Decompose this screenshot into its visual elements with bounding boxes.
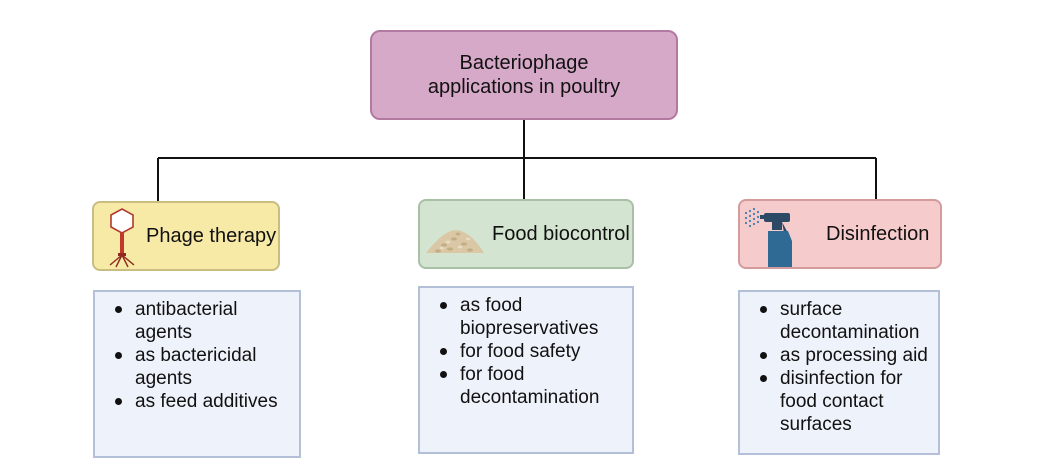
root-node: Bacteriophage applications in poultry [370, 30, 678, 120]
category-label-food-biocontrol: Food biocontrol [492, 223, 630, 245]
detail-list-food-biocontrol: as food biopreservatives for food safety… [420, 288, 632, 409]
list-item: disinfection for food contact surfaces [760, 367, 938, 436]
category-label-phage-therapy: Phage therapy [146, 225, 277, 247]
detail-list-phage-therapy: antibacterial agents as bactericidal age… [95, 292, 299, 413]
list-item: antibacterial agents [115, 298, 299, 344]
spray-bottle-icon [744, 207, 792, 267]
grain-pile-icon [426, 230, 484, 253]
list-item: as processing aid [760, 344, 938, 367]
list-item: surface decontamination [760, 298, 938, 344]
category-food-biocontrol: Food biocontrol [418, 199, 634, 269]
bacteriophage-icon [109, 208, 135, 268]
list-item: as food biopreservatives [440, 294, 632, 340]
category-label-disinfection: Disinfection [826, 223, 930, 245]
list-item: as feed additives [115, 390, 299, 413]
list-item: for food decontamination [440, 363, 632, 409]
list-item: as bactericidal agents [115, 344, 299, 390]
category-disinfection: Disinfection [738, 199, 942, 269]
detail-box-phage-therapy: antibacterial agents as bactericidal age… [93, 290, 301, 458]
detail-box-food-biocontrol: as food biopreservatives for food safety… [418, 286, 634, 454]
root-title: Bacteriophage applications in poultry [427, 52, 621, 98]
detail-list-disinfection: surface decontamination as processing ai… [740, 292, 938, 436]
list-item: for food safety [440, 340, 632, 363]
category-phage-therapy: Phage therapy [92, 201, 280, 271]
detail-box-disinfection: surface decontamination as processing ai… [738, 290, 940, 455]
